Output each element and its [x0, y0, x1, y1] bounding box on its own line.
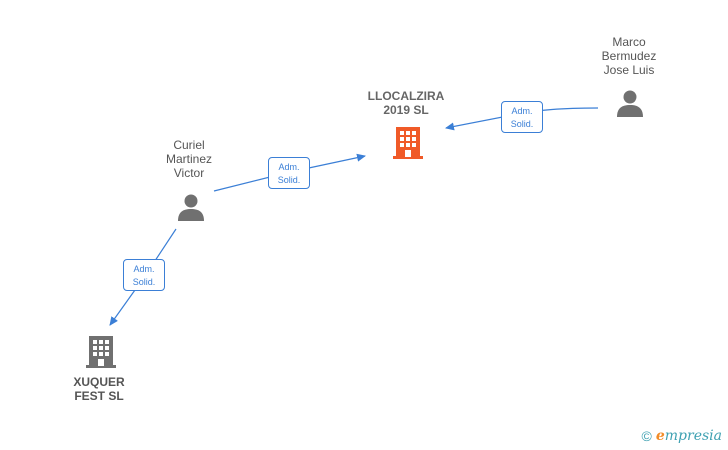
edge-label-curiel-llocalzira[interactable]: Adm. Solid. — [268, 157, 310, 189]
building-icon — [393, 127, 423, 159]
person-name-marco: Marco Bermudez Jose Luis — [601, 35, 657, 77]
building-icon — [86, 336, 116, 368]
company-name-llocalzira: LLOCALZIRA 2019 SL — [367, 89, 445, 117]
footer-brand: © empresia — [642, 428, 722, 444]
company-name-xuquer: XUQUER FEST SL — [73, 375, 125, 403]
empresia-logo: empresia — [655, 428, 722, 444]
person-icon — [617, 90, 643, 117]
copyright-symbol: © — [641, 428, 652, 444]
person-icon — [178, 194, 204, 221]
person-name-curiel: Curiel Martinez Victor — [165, 138, 212, 180]
edge-label-marco-llocalzira[interactable]: Adm. Solid. — [501, 101, 543, 133]
edge-label-curiel-xuquer[interactable]: Adm. Solid. — [123, 259, 165, 291]
